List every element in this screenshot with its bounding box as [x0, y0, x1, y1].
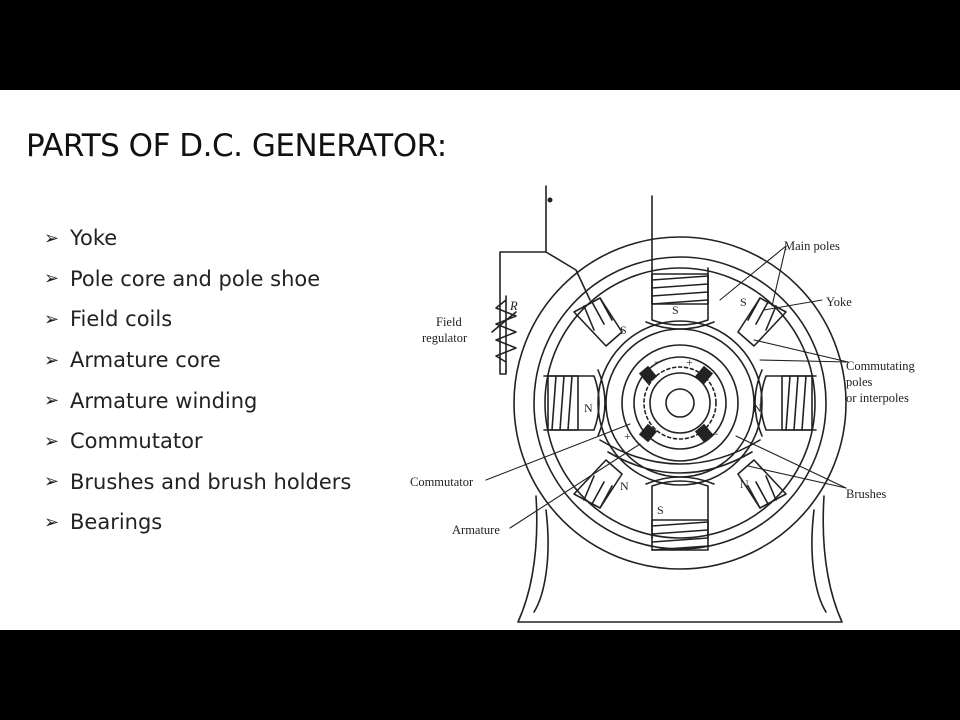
interpole-upper-right: [737, 297, 787, 347]
label-or-interpoles: or interpoles: [846, 391, 909, 405]
arrow-bullet-icon: ➢: [44, 390, 60, 412]
yoke-third-ring: [544, 267, 816, 539]
arrow-bullet-icon: ➢: [44, 471, 60, 493]
label-commutating: Commutating: [846, 359, 916, 373]
yoke-outer-ring: [513, 236, 847, 570]
field-regulator-resistor: [495, 299, 517, 363]
list-item-label: Pole core and pole shoe: [70, 266, 321, 291]
label-brushes: Brushes: [846, 487, 886, 501]
brushes: [547, 197, 714, 443]
label-armature: Armature: [452, 523, 500, 537]
arrow-bullet-icon: ➢: [44, 511, 60, 533]
pole-mark-upper-left: S: [620, 323, 627, 337]
list-item: ➢ Armature core: [44, 340, 351, 381]
arrow-bullet-icon: ➢: [44, 227, 60, 249]
label-yoke: Yoke: [826, 295, 852, 309]
list-item: ➢ Pole core and pole shoe: [44, 259, 351, 300]
pole-mark-left: N: [584, 401, 593, 415]
polarity-minus-lower: −: [712, 427, 719, 441]
polarity-plus-lower: +: [624, 429, 631, 443]
label-commutator: Commutator: [410, 475, 474, 489]
pole-mark-bottom: S: [657, 503, 664, 517]
main-pole-right: [754, 369, 817, 437]
arrow-bullet-icon: ➢: [44, 268, 60, 290]
polarity-plus: +: [686, 355, 693, 369]
field-circuit-wiring: [499, 185, 653, 375]
commutator-inner: [649, 372, 711, 434]
brush: [694, 365, 714, 385]
brush: [638, 423, 658, 443]
arrow-bullet-icon: ➢: [44, 349, 60, 371]
list-item: ➢ Armature winding: [44, 380, 351, 421]
main-pole-left: [543, 369, 606, 437]
list-item-label: Bearings: [70, 510, 163, 535]
list-item-label: Armature core: [70, 348, 221, 373]
generator-base: [517, 495, 843, 623]
commutator-outer: [633, 356, 727, 450]
list-item-label: Armature winding: [70, 388, 258, 413]
yoke-inner-ring: [533, 256, 827, 550]
slide: PARTS OF D.C. GENERATOR: ➢ Yoke ➢ Pole cor…: [0, 90, 960, 630]
brush: [638, 365, 658, 385]
dc-generator-diagram: S S N N S S N N − + + − Main poles Yoke …: [410, 185, 916, 623]
interpole-lower-right: [737, 459, 787, 509]
label-r: R: [509, 299, 518, 313]
list-item: ➢ Bearings: [44, 502, 351, 543]
interpole-upper-left: [573, 297, 623, 347]
list-item: ➢ Yoke: [44, 218, 351, 259]
list-item: ➢ Commutator: [44, 421, 351, 462]
armature-winding: [621, 344, 739, 462]
label-main-poles: Main poles: [784, 239, 840, 253]
label-regulator: regulator: [422, 331, 468, 345]
list-item-label: Field coils: [70, 307, 173, 332]
leader-lines: [485, 245, 849, 529]
pole-mark-top: S: [672, 303, 679, 317]
arrow-bullet-icon: ➢: [44, 308, 60, 330]
list-item: ➢ Brushes and brush holders: [44, 462, 351, 503]
list-item: ➢ Field coils: [44, 299, 351, 340]
field-regulator-slider: [491, 311, 517, 333]
pole-mark-right: N: [753, 401, 762, 415]
armature-outer: [597, 320, 763, 486]
interpole-lower-left: [573, 459, 623, 509]
list-item-label: Commutator: [70, 429, 203, 454]
list-item-label: Brushes and brush holders: [70, 469, 352, 494]
slide-title: PARTS OF D.C. GENERATOR:: [26, 128, 447, 164]
commutator-segments: [643, 366, 717, 440]
pole-mark-upper-right: S: [740, 295, 747, 309]
polarity-minus: −: [654, 355, 661, 369]
brush: [694, 423, 714, 443]
armature-core: [605, 328, 755, 478]
list-item-label: Yoke: [70, 226, 118, 251]
label-poles: poles: [846, 375, 873, 389]
terminal-dot: [547, 197, 553, 203]
label-field: Field: [436, 315, 462, 329]
shaft: [665, 388, 695, 418]
parts-list: ➢ Yoke ➢ Pole core and pole shoe ➢ Field co…: [44, 218, 351, 543]
arrow-bullet-icon: ➢: [44, 430, 60, 452]
pole-mark-lower-left: N: [620, 479, 629, 493]
pole-mark-lower-right: N: [740, 477, 749, 491]
